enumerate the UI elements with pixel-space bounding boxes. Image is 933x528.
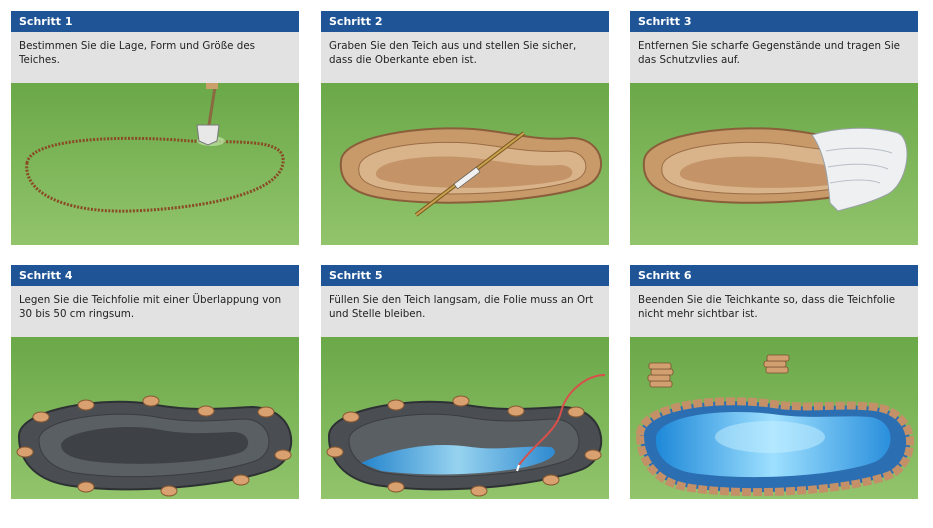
step-5-panel: Schritt 5 Füllen Sie den Teich langsam, …: [321, 265, 609, 499]
step-6-title: Schritt 6: [630, 265, 918, 286]
step-4-title: Schritt 4: [11, 265, 299, 286]
step-6-panel: Schritt 6 Beenden Sie die Teichkante so,…: [630, 265, 918, 499]
step-2-illustration: [321, 83, 609, 245]
step-4-illustration: [11, 337, 299, 499]
step-5-illustration: [321, 337, 609, 499]
step-5-title: Schritt 5: [321, 265, 609, 286]
step-3-title: Schritt 3: [630, 11, 918, 32]
step-1-illustration: [11, 83, 299, 245]
step-2-panel: Schritt 2 Graben Sie den Teich aus und s…: [321, 11, 609, 245]
step-5-description: Füllen Sie den Teich langsam, die Folie …: [321, 286, 609, 337]
step-4-description: Legen Sie die Teichfolie mit einer Überl…: [11, 286, 299, 337]
step-6-description: Beenden Sie die Teichkante so, dass die …: [630, 286, 918, 337]
step-3-panel: Schritt 3 Entfernen Sie scharfe Gegenstä…: [630, 11, 918, 245]
step-2-description: Graben Sie den Teich aus und stellen Sie…: [321, 32, 609, 83]
step-4-panel: Schritt 4 Legen Sie die Teichfolie mit e…: [11, 265, 299, 499]
step-2-title: Schritt 2: [321, 11, 609, 32]
step-6-illustration: [630, 337, 918, 499]
step-1-title: Schritt 1: [11, 11, 299, 32]
step-3-description: Entfernen Sie scharfe Gegenstände und tr…: [630, 32, 918, 83]
step-1-description: Bestimmen Sie die Lage, Form und Größe d…: [11, 32, 299, 83]
step-1-panel: Schritt 1 Bestimmen Sie die Lage, Form u…: [11, 11, 299, 245]
step-3-illustration: [630, 83, 918, 245]
